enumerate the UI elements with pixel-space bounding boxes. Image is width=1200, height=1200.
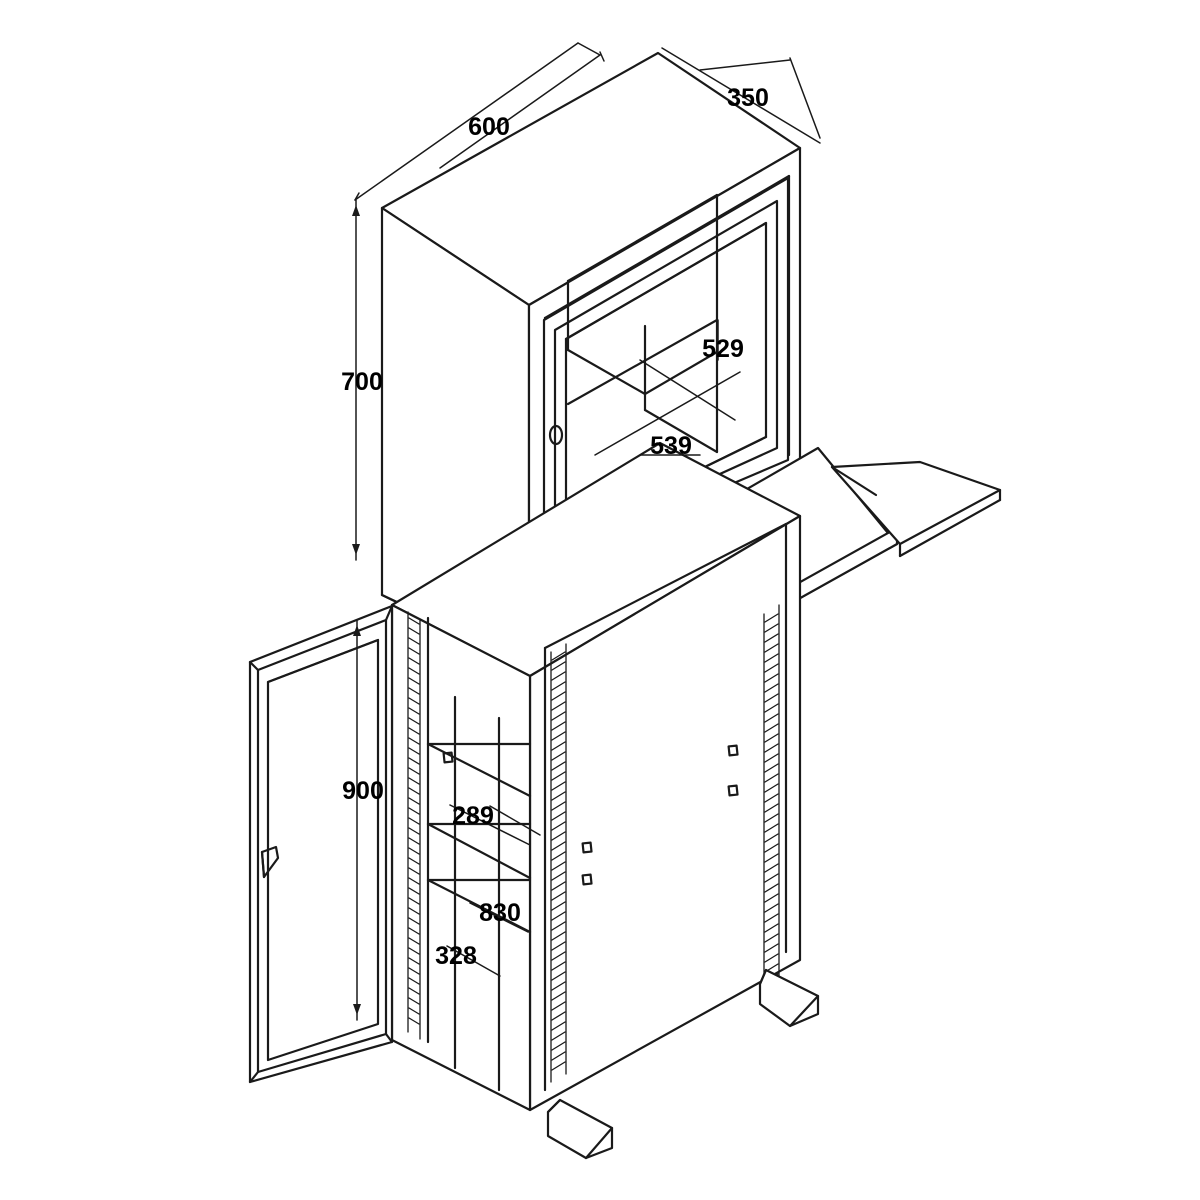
door-handle: [260, 845, 280, 879]
lower-cabinet: [390, 441, 802, 1112]
vent-strip-right: [763, 604, 780, 1001]
open-door: [248, 604, 394, 1084]
vent-strip-left: [407, 611, 421, 1040]
dimension-350: 350: [727, 84, 769, 112]
lower-cabinet-shelves: [426, 616, 739, 1092]
dimension-328: 328: [435, 942, 477, 970]
dimension-700: 700: [341, 368, 383, 396]
dimension-labels: 600 350 700 529 539 900 289 830 328: [341, 84, 769, 970]
door-latch-icon: [548, 424, 564, 446]
dimension-lines: [352, 42, 821, 1021]
dimension-539: 539: [650, 432, 692, 460]
dimension-600: 600: [468, 113, 510, 141]
side-tray: [830, 460, 1002, 558]
foot-rear: [758, 968, 820, 1028]
dimension-289: 289: [452, 802, 494, 830]
dimension-830: 830: [479, 899, 521, 927]
dimension-900: 900: [342, 777, 384, 805]
foot-front: [546, 1098, 614, 1160]
dimension-529: 529: [702, 335, 744, 363]
vent-strip-center: [550, 643, 567, 1083]
